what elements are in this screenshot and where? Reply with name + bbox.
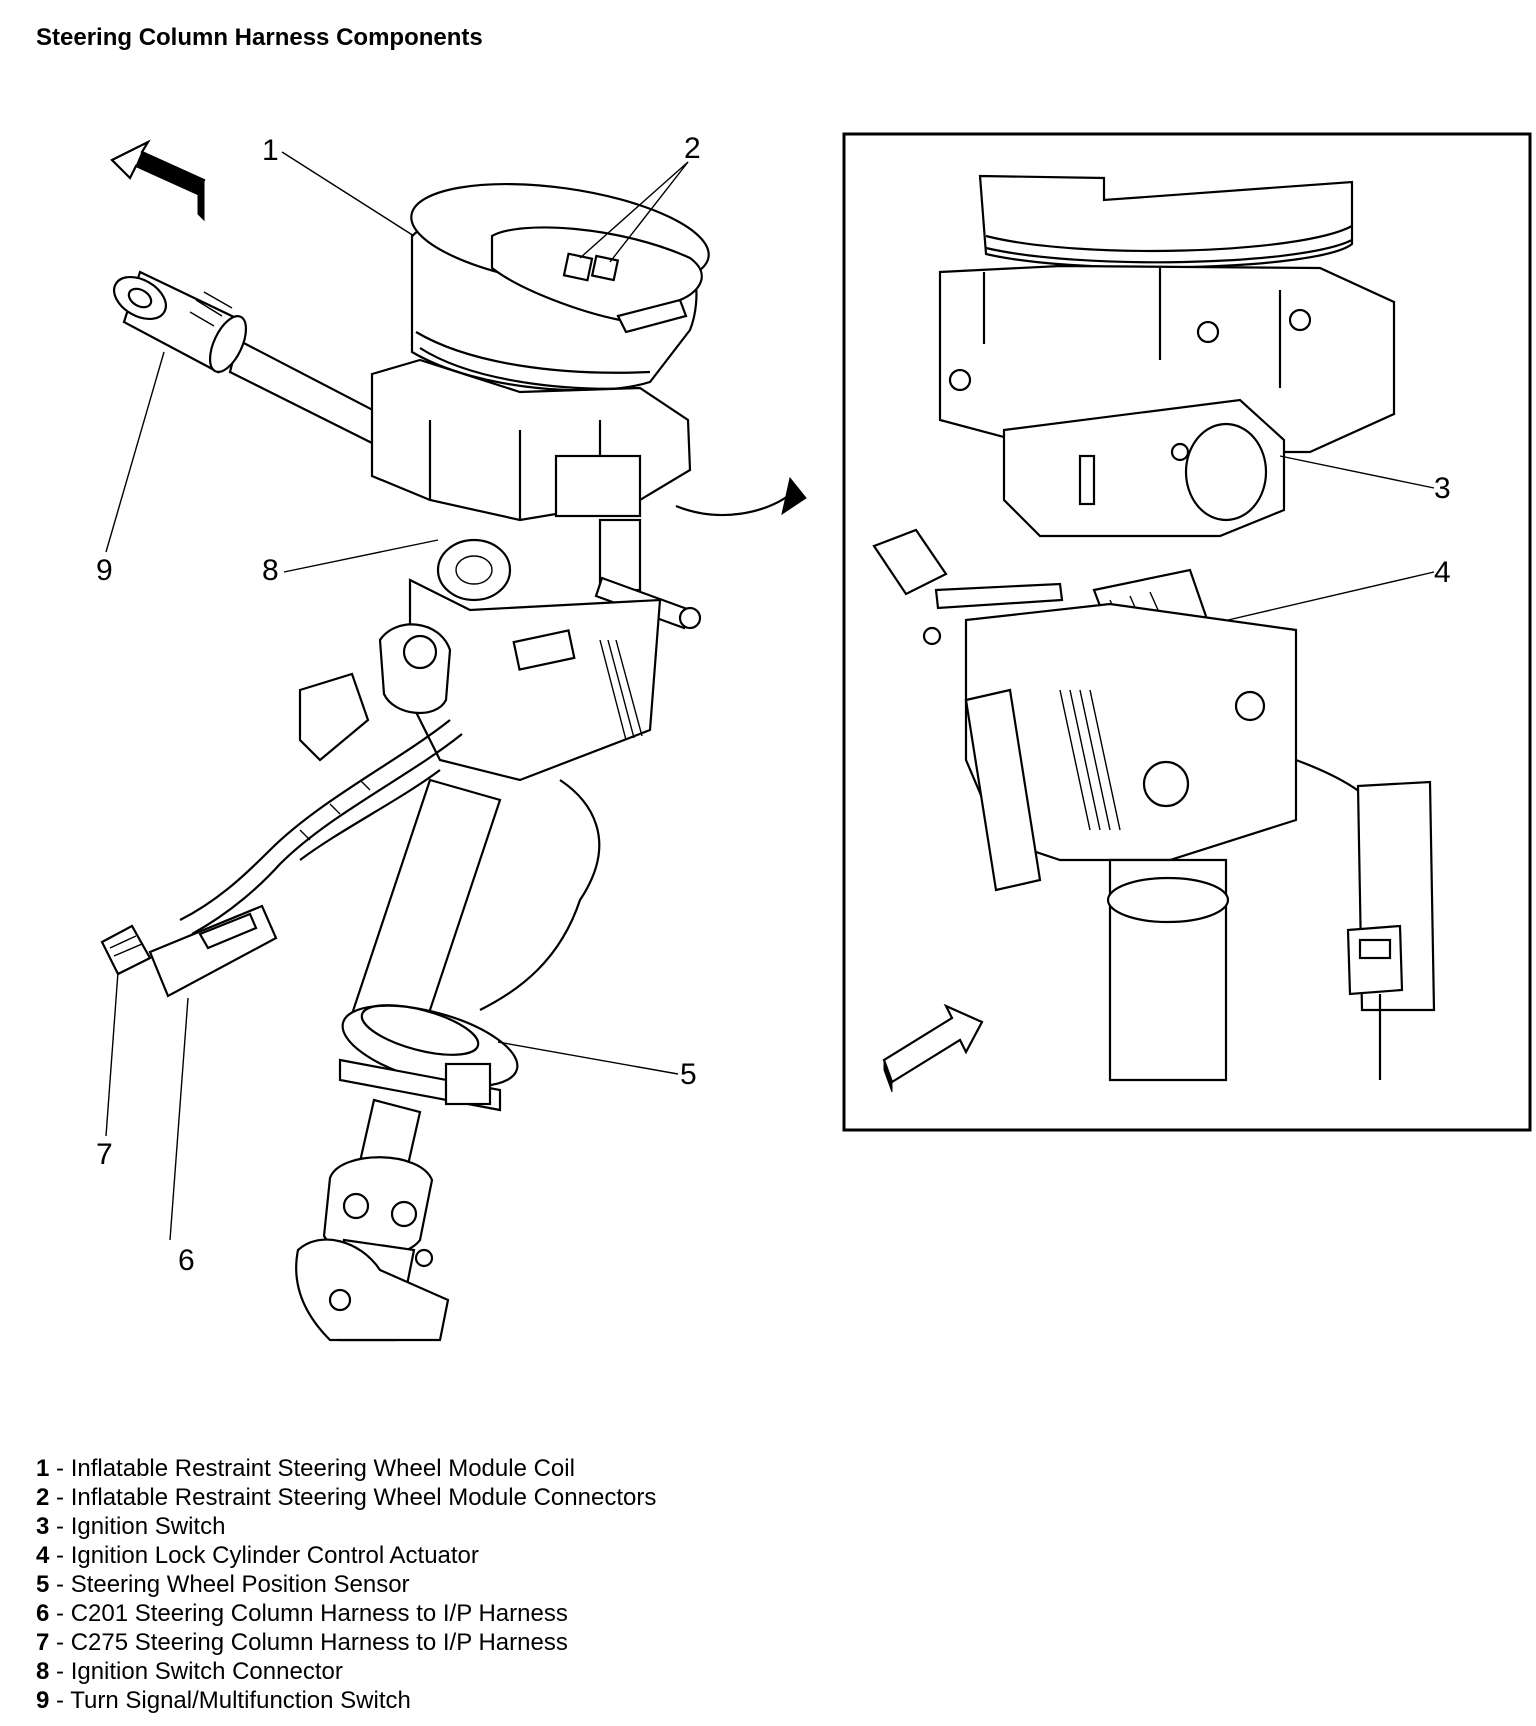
inset-direction-arrow-icon bbox=[882, 1003, 984, 1093]
callout-6: 6 bbox=[178, 1244, 195, 1277]
legend-item: 4 - Ignition Lock Cylinder Control Actua… bbox=[36, 1541, 656, 1570]
legend-item: 9 - Turn Signal/Multifunction Switch bbox=[36, 1686, 656, 1715]
leader-lines bbox=[105, 151, 1435, 1241]
legend-text: - C201 Steering Column Harness to I/P Ha… bbox=[49, 1600, 568, 1627]
legend-item: 3 - Ignition Switch bbox=[36, 1512, 656, 1541]
steering-column-diagram: 1 2 3 4 5 6 7 8 9 bbox=[96, 132, 1532, 1342]
callout-9: 9 bbox=[96, 554, 113, 587]
callout-2: 2 bbox=[684, 132, 701, 165]
ignition-switch bbox=[1002, 398, 1286, 538]
legend-item: 1 - Inflatable Restraint Steering Wheel … bbox=[36, 1454, 656, 1483]
legend-text: - C275 Steering Column Harness to I/P Ha… bbox=[49, 1629, 568, 1656]
legend-number: 1 bbox=[36, 1455, 50, 1482]
inset-detail-view bbox=[842, 132, 1532, 1132]
legend-item: 2 - Inflatable Restraint Steering Wheel … bbox=[36, 1483, 656, 1512]
legend-text: - Ignition Switch bbox=[49, 1513, 226, 1540]
steering-column-illustration bbox=[100, 139, 807, 1342]
column-upper-housing bbox=[370, 358, 702, 630]
restraint-module-coil bbox=[410, 182, 710, 392]
callout-1: 1 bbox=[262, 134, 279, 167]
c201-connector bbox=[148, 904, 278, 998]
callout-3: 3 bbox=[1434, 472, 1451, 505]
legend-text: - Ignition Switch Connector bbox=[49, 1658, 343, 1685]
steering-column-harness bbox=[179, 719, 601, 1011]
c275-connector bbox=[100, 924, 152, 976]
callout-4: 4 bbox=[1434, 556, 1451, 589]
column-mounting-bracket bbox=[298, 578, 662, 782]
page-title: Steering Column Harness Components bbox=[36, 24, 483, 51]
steering-column-shaft bbox=[295, 778, 519, 1342]
legend-item: 8 - Ignition Switch Connector bbox=[36, 1657, 656, 1686]
callout-labels: 1 2 3 4 5 6 7 8 9 bbox=[96, 132, 1451, 1277]
legend-number: 2 bbox=[36, 1484, 50, 1511]
legend-number: 7 bbox=[36, 1629, 50, 1656]
legend-text: - Inflatable Restraint Steering Wheel Mo… bbox=[49, 1484, 657, 1511]
legend-item: 5 - Steering Wheel Position Sensor bbox=[36, 1570, 656, 1599]
callout-7: 7 bbox=[96, 1138, 113, 1171]
legend-text: - Turn Signal/Multifunction Switch bbox=[49, 1687, 411, 1714]
direction-arrow-icon bbox=[110, 139, 206, 222]
legend-item: 6 - C201 Steering Column Harness to I/P … bbox=[36, 1599, 656, 1628]
legend-text: - Ignition Lock Cylinder Control Actuato… bbox=[49, 1542, 479, 1569]
legend-number: 6 bbox=[36, 1600, 50, 1627]
component-legend: 1 - Inflatable Restraint Steering Wheel … bbox=[36, 1454, 656, 1715]
legend-number: 8 bbox=[36, 1658, 50, 1685]
legend-item: 7 - C275 Steering Column Harness to I/P … bbox=[36, 1628, 656, 1657]
callout-8: 8 bbox=[262, 554, 279, 587]
turn-signal-multifunction-switch bbox=[113, 270, 394, 450]
legend-number: 4 bbox=[36, 1542, 50, 1569]
legend-number: 3 bbox=[36, 1513, 50, 1540]
view-arrow-icon bbox=[675, 476, 807, 517]
legend-number: 9 bbox=[36, 1687, 50, 1714]
legend-number: 5 bbox=[36, 1571, 50, 1598]
callout-5: 5 bbox=[680, 1058, 697, 1091]
legend-text: - Steering Wheel Position Sensor bbox=[49, 1571, 410, 1598]
legend-text: - Inflatable Restraint Steering Wheel Mo… bbox=[49, 1455, 575, 1482]
